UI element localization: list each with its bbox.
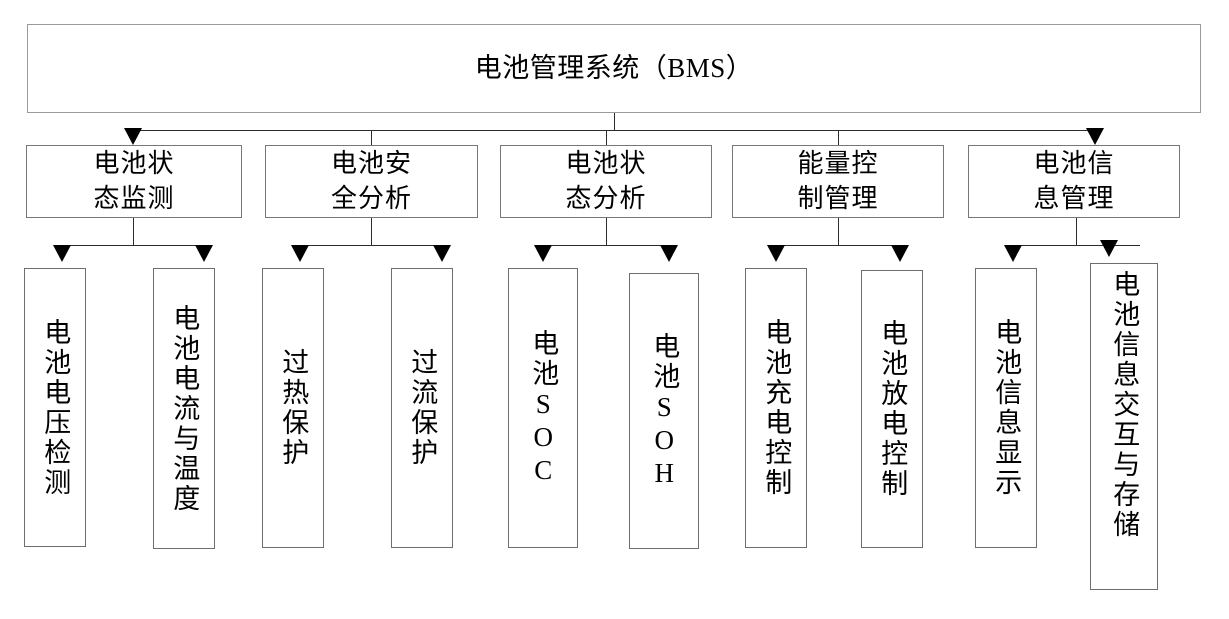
branch-node-2-label: 电池安 全分析 bbox=[330, 149, 412, 213]
leaf-node-2-2-label: 过流保护 bbox=[407, 348, 438, 468]
leaf-node-1-1[interactable]: 电池电压检测 bbox=[24, 268, 86, 547]
arrow-to-leaf-3-2 bbox=[660, 245, 678, 262]
arrow-to-leaf-2-2 bbox=[433, 245, 451, 262]
branch-node-3[interactable]: 电池状 态分析 bbox=[500, 145, 712, 218]
leaf-node-2-2[interactable]: 过流保护 bbox=[391, 268, 453, 548]
arrow-to-leaf-5-1 bbox=[1004, 245, 1022, 262]
leaf-node-1-1-label: 电池电压检测 bbox=[40, 317, 71, 498]
leaf-node-3-1[interactable]: 电池SOC bbox=[508, 268, 578, 548]
branch-node-1[interactable]: 电池状 态监测 bbox=[26, 145, 242, 218]
branch-node-1-label: 电池状 态监测 bbox=[93, 149, 175, 213]
branch-node-5[interactable]: 电池信 息管理 bbox=[968, 145, 1180, 218]
leaf-node-5-2-label: 电池信息交互与存储 bbox=[1109, 270, 1140, 540]
stem-to-branch-2 bbox=[371, 130, 372, 145]
branch-3-bus bbox=[543, 245, 669, 246]
branch-5-stem bbox=[1076, 218, 1077, 245]
leaf-node-1-2[interactable]: 电池电流与温度 bbox=[153, 268, 215, 549]
leaf-node-4-2[interactable]: 电池放电控制 bbox=[861, 270, 923, 548]
branch-node-5-label: 电池信 息管理 bbox=[1033, 149, 1115, 213]
leaf-node-3-2-label: 电池SOH bbox=[649, 331, 680, 491]
arrow-to-branch-5 bbox=[1086, 128, 1104, 145]
arrow-to-leaf-5-2 bbox=[1100, 240, 1118, 257]
leaf-node-5-2[interactable]: 电池信息交互与存储 bbox=[1090, 263, 1158, 590]
leaf-node-5-1-label: 电池信息显示 bbox=[991, 318, 1022, 498]
stem-to-branch-3 bbox=[606, 130, 607, 145]
root-node-label: 电池管理系统（BMS） bbox=[474, 53, 754, 84]
root-stem bbox=[614, 113, 615, 131]
leaf-node-3-2[interactable]: 电池SOH bbox=[629, 273, 699, 549]
leaf-node-3-1-label: 电池SOC bbox=[528, 328, 559, 488]
branch-node-3-label: 电池状 态分析 bbox=[565, 149, 647, 213]
leaf-node-4-1[interactable]: 电池充电控制 bbox=[745, 268, 807, 548]
branch-node-2[interactable]: 电池安 全分析 bbox=[265, 145, 478, 218]
branch-node-4-label: 能量控 制管理 bbox=[797, 149, 879, 213]
branch-4-bus bbox=[776, 245, 900, 246]
arrow-to-leaf-4-1 bbox=[767, 245, 785, 262]
arrow-to-branch-1 bbox=[124, 128, 142, 145]
leaf-node-5-1[interactable]: 电池信息显示 bbox=[975, 268, 1037, 548]
arrow-to-leaf-3-1 bbox=[534, 245, 552, 262]
branch-4-stem bbox=[838, 218, 839, 245]
leaf-node-2-1-label: 过热保护 bbox=[278, 348, 309, 468]
leaf-node-2-1[interactable]: 过热保护 bbox=[262, 268, 324, 548]
arrow-to-leaf-1-2 bbox=[195, 245, 213, 262]
branch-5-bus bbox=[1013, 245, 1140, 246]
arrow-to-leaf-1-1 bbox=[53, 245, 71, 262]
branch-node-4[interactable]: 能量控 制管理 bbox=[732, 145, 944, 218]
arrow-to-leaf-2-1 bbox=[291, 245, 309, 262]
leaf-node-4-2-label: 电池放电控制 bbox=[877, 319, 908, 499]
branch-2-bus bbox=[300, 245, 442, 246]
branch-1-stem bbox=[133, 218, 134, 245]
leaf-node-1-2-label: 电池电流与温度 bbox=[169, 303, 200, 514]
root-node-bms[interactable]: 电池管理系统（BMS） bbox=[27, 24, 1201, 113]
stem-to-branch-4 bbox=[838, 130, 839, 145]
branch-3-stem bbox=[606, 218, 607, 245]
arrow-to-leaf-4-2 bbox=[891, 245, 909, 262]
leaf-node-4-1-label: 电池充电控制 bbox=[761, 318, 792, 498]
level2-bus bbox=[133, 130, 1095, 131]
branch-1-bus bbox=[62, 245, 204, 246]
branch-2-stem bbox=[371, 218, 372, 245]
